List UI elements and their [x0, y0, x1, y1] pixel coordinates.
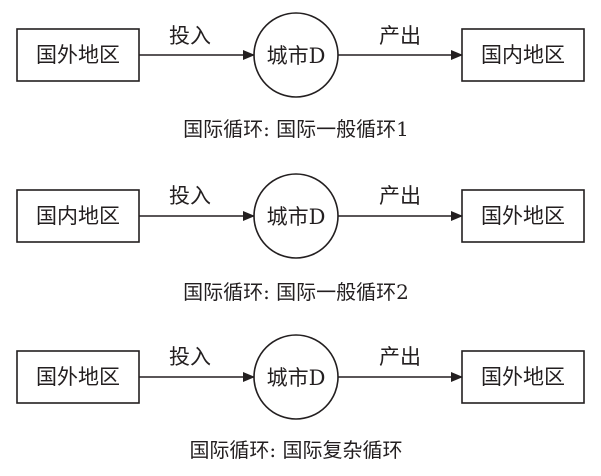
- cycle-row-1: 国外地区 投入 城市D 产出 国内地区 国际循环: 国际一般循环1: [16, 12, 585, 141]
- right-region-label: 国外地区: [481, 204, 565, 228]
- right-region-box: [461, 189, 585, 243]
- cycle-row-2: 国内地区 投入 城市D 产出 国外地区 国际循环: 国际一般循环2: [16, 173, 585, 304]
- right-region-label: 国外地区: [481, 365, 565, 389]
- city-node-label: 城市D: [267, 205, 326, 229]
- output-arrow-label: 产出: [379, 184, 421, 208]
- output-arrow-label: 产出: [379, 345, 421, 369]
- left-region-label: 国外地区: [36, 365, 120, 389]
- city-node-label: 城市D: [267, 366, 326, 390]
- output-arrow-label: 产出: [379, 24, 421, 48]
- right-region-box: [461, 350, 585, 404]
- input-arrow-label: 投入: [169, 345, 211, 369]
- cycle-caption: 国际循环: 国际复杂循环: [189, 438, 402, 462]
- cycle-row-3: 国外地区 投入 城市D 产出 国外地区 国际循环: 国际复杂循环: [16, 334, 585, 462]
- right-region-box: [461, 28, 585, 82]
- cycle-caption: 国际循环: 国际一般循环1: [183, 117, 409, 141]
- cycle-caption: 国际循环: 国际一般循环2: [183, 280, 409, 304]
- city-node-label: 城市D: [267, 44, 326, 68]
- input-arrow-label: 投入: [169, 184, 211, 208]
- input-arrow-label: 投入: [169, 24, 211, 48]
- left-region-label: 国内地区: [36, 204, 120, 228]
- left-region-label: 国外地区: [36, 43, 120, 67]
- right-region-label: 国内地区: [481, 43, 565, 67]
